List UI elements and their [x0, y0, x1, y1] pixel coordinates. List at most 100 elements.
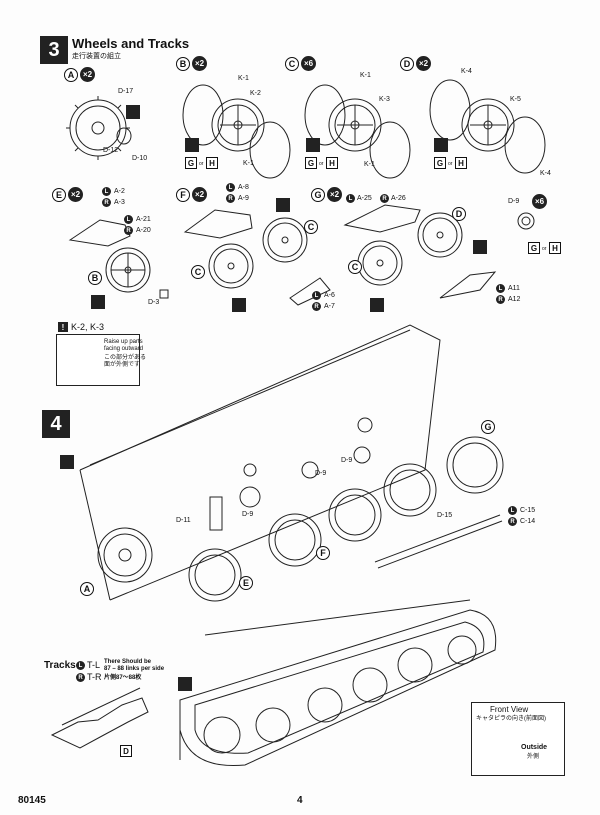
- part-label: A-9: [238, 195, 249, 202]
- part-label: A-20: [136, 227, 151, 234]
- part-h-box: H: [326, 157, 338, 169]
- part-a-ref: A: [80, 582, 94, 596]
- part-b-ref: B: [88, 271, 102, 285]
- part-label: A-2: [114, 188, 125, 195]
- arrow-icon: [473, 240, 487, 254]
- part-label: A-3: [114, 199, 125, 206]
- part-label: K-2: [250, 90, 261, 97]
- part-label: A-26: [391, 195, 406, 202]
- tracks-title: Tracks: [44, 660, 76, 671]
- product-code: 80145: [18, 795, 46, 806]
- part-g-box: G: [185, 157, 197, 169]
- arrow-icon: [126, 105, 140, 119]
- part-label: D-10: [132, 155, 148, 162]
- panel-d9-count: ×6: [532, 194, 547, 209]
- right-badge: R: [496, 295, 505, 304]
- right-badge: R: [124, 226, 133, 235]
- part-label: K-1: [243, 160, 254, 167]
- hull-drawing: [79, 324, 504, 602]
- note-box: [56, 334, 140, 386]
- suspension-f-drawing: [183, 209, 331, 306]
- part-label: K-1: [360, 72, 371, 79]
- wheel-d-drawing: [429, 79, 546, 174]
- part-h-box: H: [206, 157, 218, 169]
- right-badge: R: [102, 198, 111, 207]
- right-badge: R: [380, 194, 389, 203]
- part-label: K-1: [238, 75, 249, 82]
- right-badge: R: [312, 302, 321, 311]
- note-text: この部分がある: [104, 355, 147, 361]
- note-header: ! K-2, K-3: [58, 322, 104, 332]
- part-h-box: H: [455, 157, 467, 169]
- part-label: A-25: [357, 195, 372, 202]
- arrow-icon: [232, 298, 246, 312]
- note-text: 面が外側です: [104, 362, 141, 368]
- wheel-b-drawing: [182, 84, 291, 179]
- part-label: A-6: [324, 292, 335, 299]
- track-assembly-drawing: [179, 599, 497, 767]
- page-number: 4: [297, 795, 303, 806]
- tracks-note: 87 – 88 links per side: [104, 666, 165, 672]
- part-label: D-9: [315, 470, 327, 477]
- track-part-right: T-R: [87, 672, 102, 682]
- part-label: A11: [508, 285, 520, 292]
- part-label: K-5: [510, 96, 521, 103]
- panel-g-letter: G: [311, 188, 325, 202]
- arrow-icons: [60, 105, 487, 691]
- part-box: D: [120, 745, 132, 757]
- part-d-ref: D: [452, 207, 466, 221]
- part-label: K-3: [379, 96, 390, 103]
- part-label: D-9: [341, 457, 353, 464]
- panel-f-letter: F: [176, 188, 190, 202]
- part-label: C-15: [520, 507, 536, 514]
- suspension-e-drawing: [68, 219, 169, 299]
- right-badge: R: [76, 673, 85, 682]
- part-label: D-17: [118, 88, 134, 95]
- part-label: K-4: [540, 170, 551, 177]
- part-h-box: H: [549, 242, 561, 254]
- part-label: D-11: [176, 517, 191, 524]
- panel-c-letter: C: [285, 57, 299, 71]
- or-text: or: [199, 161, 204, 167]
- front-view-title-jp: キャタピラの向き(前面図): [476, 716, 546, 722]
- arrow-icon: [185, 138, 199, 152]
- part-label: C-14: [520, 518, 536, 525]
- part-g-ref: G: [481, 420, 495, 434]
- step-number: 3: [40, 36, 68, 64]
- part-label: D-15: [437, 512, 453, 519]
- warning-icon: !: [58, 322, 68, 332]
- arrow-icon: [434, 138, 448, 152]
- note-title: K-2, K-3: [71, 322, 105, 332]
- rotate-icon: [178, 677, 192, 691]
- left-badge: L: [226, 183, 235, 192]
- panel-d-count: ×2: [416, 56, 431, 71]
- part-label: A-8: [238, 184, 249, 191]
- part-g-box: G: [434, 157, 446, 169]
- front-view-box: [471, 702, 565, 776]
- part-f-ref: F: [316, 546, 330, 560]
- panel-e-count: ×2: [68, 187, 83, 202]
- arrow-icon: [91, 295, 105, 309]
- part-e-ref: E: [239, 576, 253, 590]
- part-g-box: G: [305, 157, 317, 169]
- left-badge: L: [312, 291, 321, 300]
- part-c-ref: C: [348, 260, 362, 274]
- part-label: D-12: [103, 147, 119, 154]
- step-number: 4: [42, 410, 70, 438]
- arrow-icon: [276, 198, 290, 212]
- part-label: K-1: [364, 161, 375, 168]
- part-label: D-9: [508, 198, 520, 205]
- part-label: D-3: [148, 299, 160, 306]
- panel-f-count: ×2: [192, 187, 207, 202]
- tracks-note-jp: 片側87～88枚: [104, 675, 142, 681]
- rotate-icon: [60, 455, 74, 469]
- wheel-c-drawing: [304, 84, 411, 179]
- part-g-box: G: [528, 242, 540, 254]
- panel-b-letter: B: [176, 57, 190, 71]
- part-c-ref: C: [191, 265, 205, 279]
- right-badge: R: [508, 517, 517, 526]
- panel-c-count: ×6: [301, 56, 316, 71]
- part-label: A12: [508, 296, 521, 303]
